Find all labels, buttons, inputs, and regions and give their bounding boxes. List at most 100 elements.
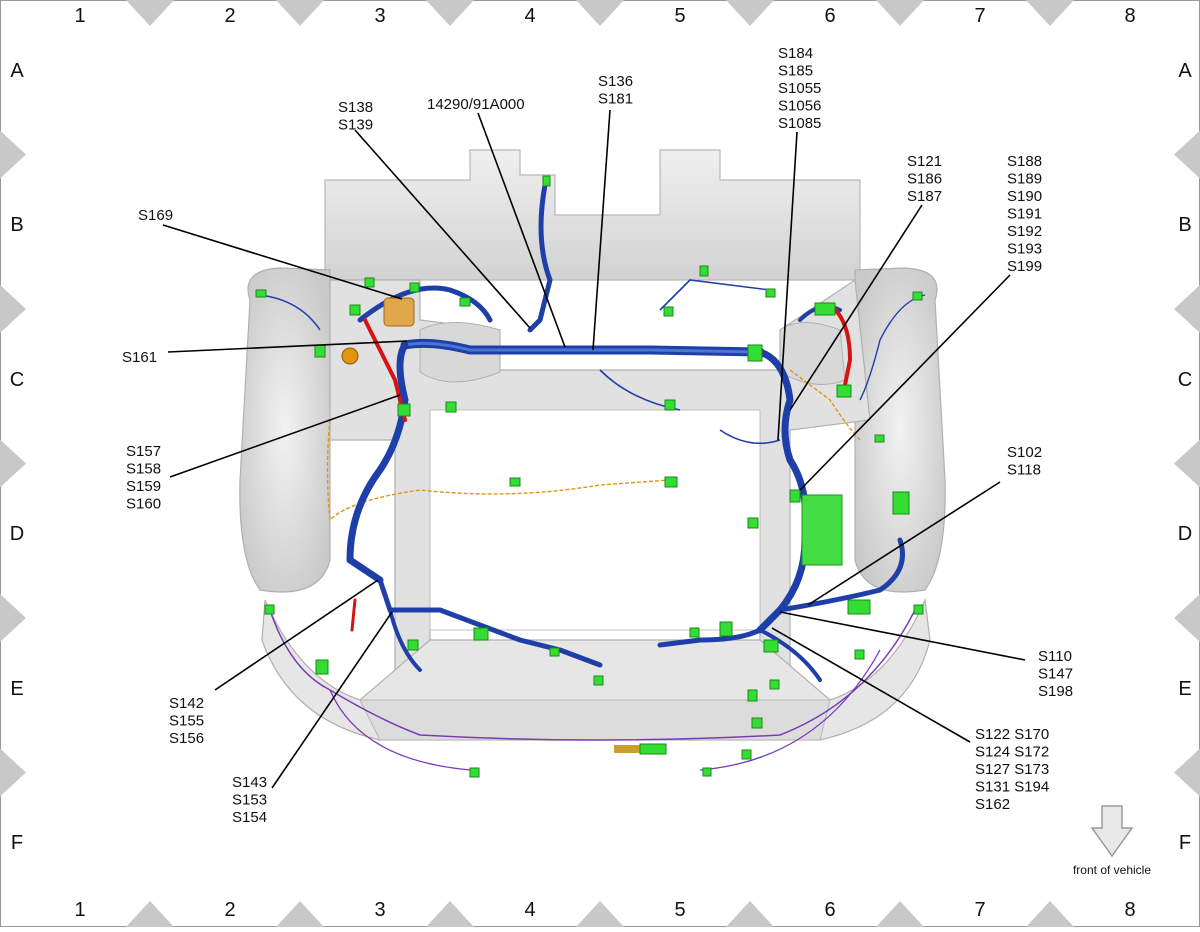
- leader-line: [777, 131, 798, 441]
- leader-line: [169, 394, 401, 478]
- callout-part-number: 14290/91A000: [427, 96, 525, 113]
- leader-line: [477, 112, 566, 348]
- orange-wire-right: [789, 369, 861, 441]
- connector-icon: [315, 659, 329, 675]
- main-trunk-highlight: [403, 341, 762, 354]
- right-wheelwell-wire: [859, 294, 926, 401]
- grid-marker-top: [126, 0, 174, 26]
- grid-col-top-2: 2: [224, 5, 235, 27]
- leader-line: [807, 481, 1001, 606]
- leader-line: [789, 204, 923, 411]
- connector-icon: [264, 604, 275, 615]
- grid-row-right-c: C: [1178, 369, 1192, 391]
- grid-col-top-7: 7: [974, 5, 985, 27]
- grid-marker-bottom: [126, 901, 174, 927]
- orange-wire-left: [326, 419, 671, 522]
- front-of-vehicle-label: front of vehicle: [1073, 863, 1151, 877]
- callout-s122: S122 S170 S124 S172 S127 S173 S131 S194 …: [975, 726, 1053, 813]
- grid-marker-bottom: [426, 901, 474, 927]
- grid-marker-bottom: [726, 901, 774, 927]
- connector-icon: [789, 489, 801, 503]
- connector-icon: [751, 717, 763, 729]
- fuse-box-icon: [383, 297, 415, 327]
- grid-row-right-e: E: [1178, 678, 1191, 700]
- leader-line: [271, 611, 393, 789]
- leader-line: [162, 224, 403, 300]
- connector-icon: [349, 304, 361, 316]
- components: [341, 297, 843, 753]
- connector-icon: [593, 675, 604, 686]
- callout-s121: S121 S186 S187: [907, 153, 946, 205]
- connector-icon: [469, 767, 480, 778]
- connector-icon: [407, 639, 419, 651]
- grid-marker-bottom: [876, 901, 924, 927]
- connector-icon: [847, 599, 871, 615]
- grid-col-bottom-6: 6: [824, 899, 835, 921]
- grid-col-bottom-1: 1: [74, 899, 85, 921]
- connector-icon: [639, 743, 667, 755]
- left-red-cable: [363, 318, 407, 422]
- connector-icon: [509, 477, 521, 487]
- grid-marker-right: [1174, 439, 1200, 488]
- purple-branch-left: [329, 689, 471, 771]
- grid-row-left-d: D: [10, 523, 24, 545]
- grid-col-bottom-7: 7: [974, 899, 985, 921]
- connector-icon: [765, 288, 776, 298]
- connector-icon: [892, 491, 910, 515]
- grid-marker-top: [876, 0, 924, 26]
- leader-line: [214, 579, 379, 691]
- grid-col-top-3: 3: [374, 5, 385, 27]
- grid-marker-left: [0, 439, 26, 488]
- callout-s110: S110 S147 S198: [1038, 648, 1077, 700]
- connector-icon: [814, 302, 836, 316]
- left-wheel-well: [239, 267, 331, 593]
- connector-icon: [409, 282, 420, 293]
- callout-s161: S161: [122, 349, 157, 366]
- upper-center-branch: [527, 182, 553, 333]
- connector-icon: [854, 649, 865, 660]
- purple-branch-right: [699, 649, 881, 771]
- connector-icon: [397, 403, 411, 417]
- leader-line: [799, 274, 1011, 491]
- leader-lines: [162, 109, 1026, 789]
- grid-row-left-b: B: [10, 214, 23, 236]
- grid-marker-bottom: [576, 901, 624, 927]
- connectors: [255, 175, 924, 778]
- grid-row-left-a: A: [10, 60, 24, 82]
- connector-icon: [459, 297, 471, 307]
- callout-s138: S138 S139: [338, 99, 377, 134]
- leader-line: [354, 129, 531, 329]
- right-relay-block: [801, 494, 843, 566]
- callout-s184: S184 S185 S1055 S1056 S1085: [778, 45, 826, 132]
- grid-col-top-4: 4: [524, 5, 535, 27]
- grid-marker-right: [1174, 748, 1200, 797]
- grid-marker-bottom: [276, 901, 324, 927]
- left-wheelwell-wire: [259, 294, 321, 331]
- front-of-vehicle-legend: front of vehicle: [1073, 805, 1151, 877]
- grid-labels: 1 2 3 4 5 6 7 8 1 2 3 4 5 6 7 8 A B C D …: [10, 5, 1193, 921]
- connector-icon: [663, 306, 674, 317]
- left-lower-stub: [388, 608, 422, 672]
- grid-col-top-6: 6: [824, 5, 835, 27]
- grid-col-bottom-2: 2: [224, 899, 235, 921]
- connector-icon: [769, 679, 780, 690]
- grid-col-top-5: 5: [674, 5, 685, 27]
- firewall-panel: [324, 149, 861, 281]
- grid-row-left-c: C: [10, 369, 24, 391]
- right-side-branch: [756, 348, 810, 634]
- grid-marker-top: [426, 0, 474, 26]
- grid-marker-right: [1174, 594, 1200, 642]
- callout-s136: S136 S181: [598, 73, 637, 108]
- right-lower-stub: [758, 628, 822, 682]
- connector-icon: [912, 291, 923, 301]
- callout-s143: S143 S153 S154: [232, 774, 271, 826]
- connector-icon: [747, 689, 758, 702]
- grid-marker-bottom: [1026, 901, 1074, 927]
- callout-s157: S157 S158 S159 S160: [126, 443, 165, 513]
- grid-marker-top: [726, 0, 774, 26]
- connector-icon: [542, 175, 551, 187]
- connector-icon: [747, 344, 763, 362]
- connector-icon: [747, 517, 759, 529]
- purple-front-loop: [269, 609, 916, 741]
